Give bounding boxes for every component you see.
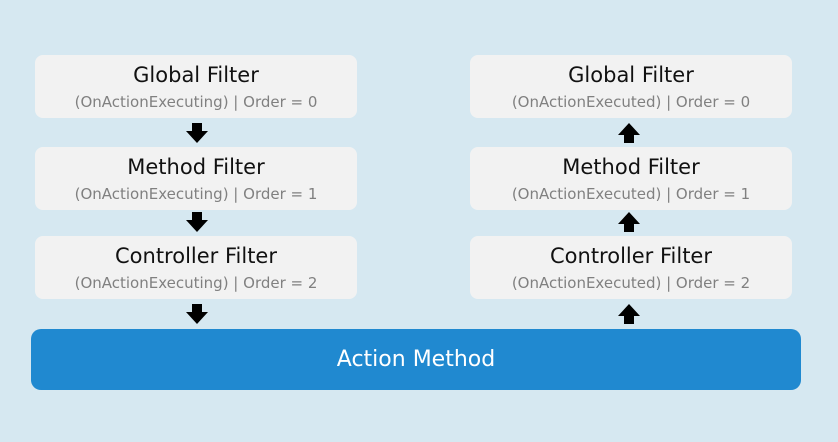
left-controller-filter-box: Controller Filter (OnActionExecuting) | … bbox=[35, 236, 357, 299]
right-method-filter-subtitle: (OnActionExecuted) | Order = 1 bbox=[511, 185, 751, 203]
left-global-filter-box: Global Filter (OnActionExecuting) | Orde… bbox=[35, 55, 357, 118]
action-method-box: Action Method bbox=[31, 329, 801, 390]
right-method-filter-box: Method Filter (OnActionExecuted) | Order… bbox=[470, 147, 792, 210]
left-global-filter-title: Global Filter bbox=[133, 63, 259, 87]
arrow-down-icon bbox=[186, 304, 208, 324]
arrow-up-icon bbox=[618, 212, 640, 232]
left-method-filter-box: Method Filter (OnActionExecuting) | Orde… bbox=[35, 147, 357, 210]
right-global-filter-title: Global Filter bbox=[568, 63, 694, 87]
left-controller-filter-title: Controller Filter bbox=[115, 244, 277, 268]
left-controller-filter-subtitle: (OnActionExecuting) | Order = 2 bbox=[74, 274, 318, 292]
left-global-filter-subtitle: (OnActionExecuting) | Order = 0 bbox=[74, 93, 318, 111]
arrow-up-icon bbox=[618, 123, 640, 143]
left-method-filter-title: Method Filter bbox=[127, 155, 265, 179]
right-global-filter-box: Global Filter (OnActionExecuted) | Order… bbox=[470, 55, 792, 118]
arrow-up-icon bbox=[618, 304, 640, 324]
arrow-down-icon bbox=[186, 123, 208, 143]
left-method-filter-subtitle: (OnActionExecuting) | Order = 1 bbox=[74, 185, 318, 203]
arrow-down-icon bbox=[186, 212, 208, 232]
right-controller-filter-box: Controller Filter (OnActionExecuted) | O… bbox=[470, 236, 792, 299]
action-method-label: Action Method bbox=[336, 347, 496, 372]
right-controller-filter-subtitle: (OnActionExecuted) | Order = 2 bbox=[511, 274, 751, 292]
right-controller-filter-title: Controller Filter bbox=[550, 244, 712, 268]
right-global-filter-subtitle: (OnActionExecuted) | Order = 0 bbox=[511, 93, 751, 111]
right-method-filter-title: Method Filter bbox=[562, 155, 700, 179]
